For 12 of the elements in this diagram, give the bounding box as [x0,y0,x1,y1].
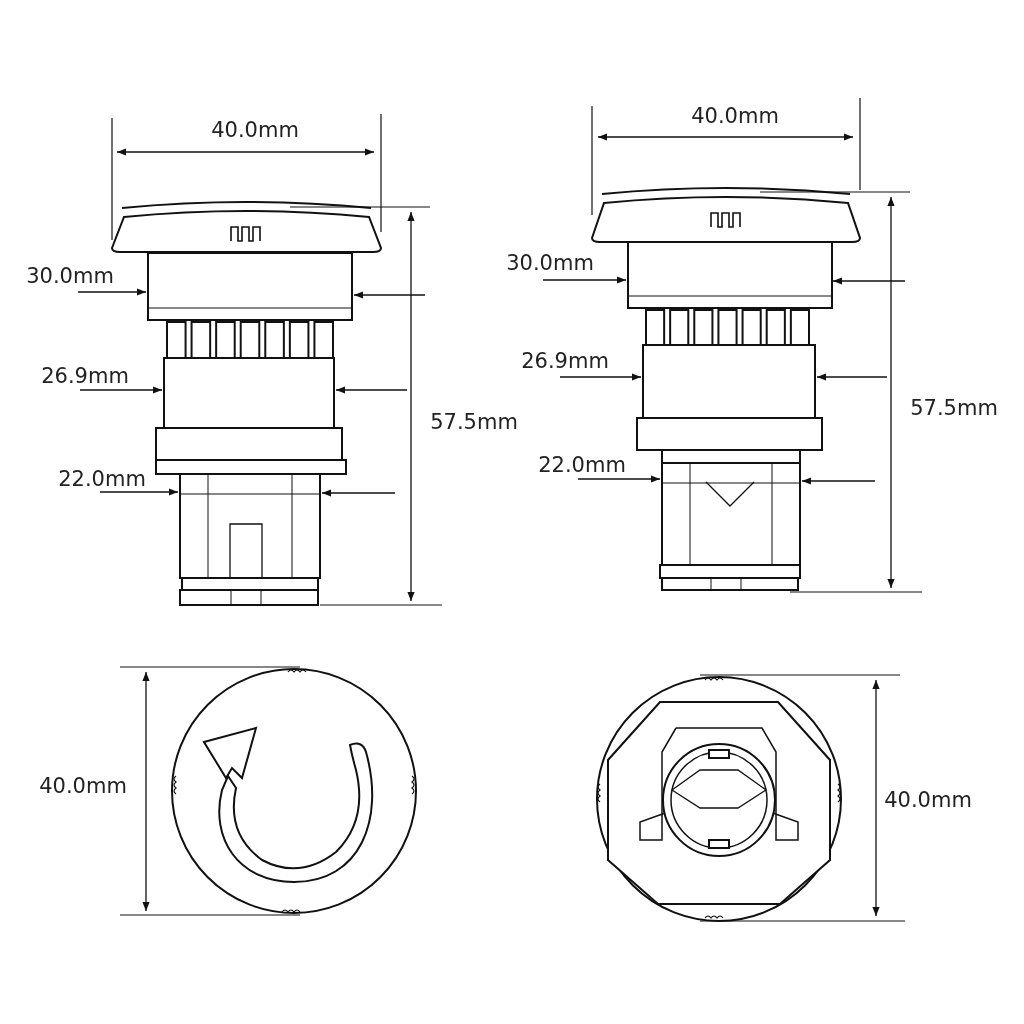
dimension-label: 26.9mm [521,350,609,372]
dimension-label: 30.0mm [26,265,114,287]
dimension-label: 22.0mm [538,454,626,476]
dimension-label: 40.0mm [884,789,972,811]
dimension-label: 57.5mm [430,411,518,433]
dimension-label: 40.0mm [211,119,299,141]
dimension-label: 30.0mm [506,252,594,274]
dimension-label: 40.0mm [39,775,127,797]
dimension-label: 57.5mm [910,397,998,419]
dimension-label: 22.0mm [58,468,146,490]
dimension-label: 40.0mm [691,105,779,127]
dimension-label: 26.9mm [41,365,129,387]
